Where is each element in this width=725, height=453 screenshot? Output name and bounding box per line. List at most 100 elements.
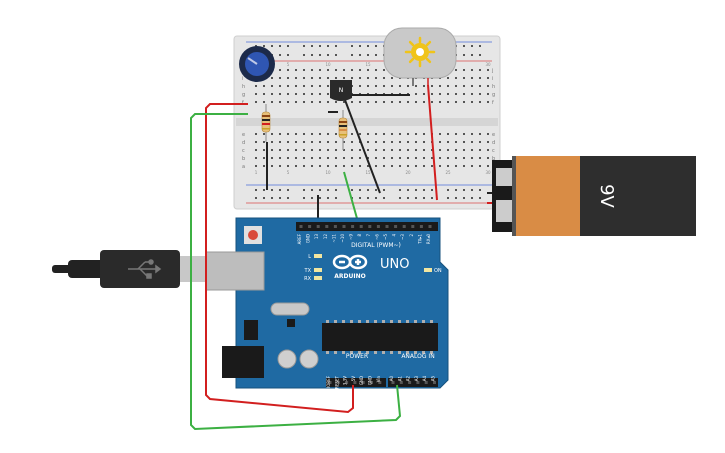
resistor-right (338, 110, 348, 150)
column-number: 1 (255, 170, 258, 175)
column-number: 10 (325, 170, 331, 175)
pin-label: 3.3V (343, 376, 348, 385)
pin-label: 4 (392, 234, 397, 237)
pin-label: RX◂0 (426, 234, 431, 245)
digital-header (296, 222, 438, 231)
row-letter: b (492, 156, 495, 162)
arduino-brand: ARDUINO (334, 273, 365, 280)
battery-9v: 9V (492, 156, 696, 236)
black-wire-emitter (344, 99, 381, 194)
pin-label: GND (359, 376, 364, 385)
long-wires (190, 103, 402, 431)
reset-button[interactable] (248, 230, 258, 240)
pin-label: ~11 (331, 234, 336, 243)
pin-label: A0 (389, 376, 394, 382)
green-wire-pin9 (343, 171, 359, 223)
pin-label: Vin (376, 376, 381, 383)
pin-label: 12 (323, 234, 328, 240)
breadboard-center-channel (236, 118, 498, 126)
row-letter: i (242, 76, 243, 82)
pin-label: 8 (357, 234, 362, 237)
pin-label: ~5 (383, 234, 388, 240)
pin-label: A2 (406, 376, 411, 382)
battery-terminal-neg (496, 168, 512, 186)
led-rx-label: RX (304, 276, 311, 282)
pin-label: AREF (297, 233, 302, 244)
board-pcb (235, 217, 449, 389)
pin-label: 2 (409, 234, 414, 237)
battery-label: 9V (596, 184, 617, 208)
power-label: POWER (346, 353, 368, 360)
row-letter: a (242, 164, 245, 170)
pin-label: 5V (351, 376, 356, 382)
column-number: 15 (365, 62, 371, 67)
row-letter: d (242, 140, 245, 146)
transistor-label: N (339, 87, 344, 94)
row-letter: h (492, 84, 495, 90)
row-letter: j (491, 68, 493, 74)
column-number: 30 (485, 170, 491, 175)
pin-label: 7 (366, 234, 371, 237)
column-number: 30 (485, 62, 491, 67)
pin-label: A3 (414, 376, 419, 382)
pin-label: A5 (431, 376, 436, 382)
column-number: 5 (287, 62, 290, 67)
green-wire-a0 (190, 113, 402, 431)
pin-label: ~3 (400, 234, 405, 240)
row-letter: e (492, 132, 495, 138)
potentiometer-knob[interactable] (245, 52, 269, 76)
pin-label: GND (306, 234, 311, 243)
pin-label: ~10 (340, 234, 345, 243)
pin-label: TX▸1 (417, 234, 422, 245)
column-number: 25 (445, 170, 451, 175)
row-letter: b (242, 156, 245, 162)
digital-label: DIGITAL (PWM~) (351, 242, 401, 249)
usb-cable (52, 250, 210, 288)
row-letter: e (242, 132, 245, 138)
potentiometer[interactable] (239, 46, 275, 82)
pin-label: A4 (422, 376, 427, 382)
led-l-label: L (308, 254, 311, 260)
dc-motor (383, 27, 457, 86)
led-on-label: ON (434, 268, 442, 274)
pin-label: ~6 (374, 234, 379, 240)
potentiometer-indicator (247, 57, 258, 65)
pin-label: IOREF (326, 375, 331, 388)
pin-label: 13 (314, 234, 319, 240)
row-letter: d (492, 140, 495, 146)
power-jack (222, 346, 264, 378)
pin-label: RESET (334, 375, 339, 388)
row-letter: h (242, 84, 245, 90)
red-wire-5v (205, 103, 354, 414)
pin-label: A1 (397, 376, 402, 382)
transistor: N (330, 80, 352, 101)
battery-terminal-pos (496, 200, 512, 222)
column-number: 5 (287, 170, 290, 175)
column-number: 20 (405, 170, 411, 175)
column-number: 15 (365, 170, 371, 175)
row-letter: f (492, 100, 494, 106)
column-number: 10 (325, 62, 331, 67)
row-letter: g (492, 92, 495, 98)
usb-b-jack (205, 251, 265, 291)
red-wire-motor (427, 84, 438, 201)
resistor-left (261, 104, 271, 142)
analog-header (388, 378, 438, 387)
pin-label: GND (368, 376, 373, 385)
transistor-body (330, 80, 352, 101)
led-tx-label: TX (304, 268, 312, 274)
row-letter: c (242, 148, 245, 154)
arduino-model: UNO (380, 257, 409, 272)
pin-label: ~9 (349, 234, 354, 240)
arduino-logo-icon (332, 254, 368, 270)
analog-label: ANALOG IN (401, 353, 434, 360)
battery-label-panel (580, 156, 696, 236)
row-letter: g (242, 92, 245, 98)
atmega-chip (322, 323, 438, 351)
row-letter: c (492, 148, 495, 154)
